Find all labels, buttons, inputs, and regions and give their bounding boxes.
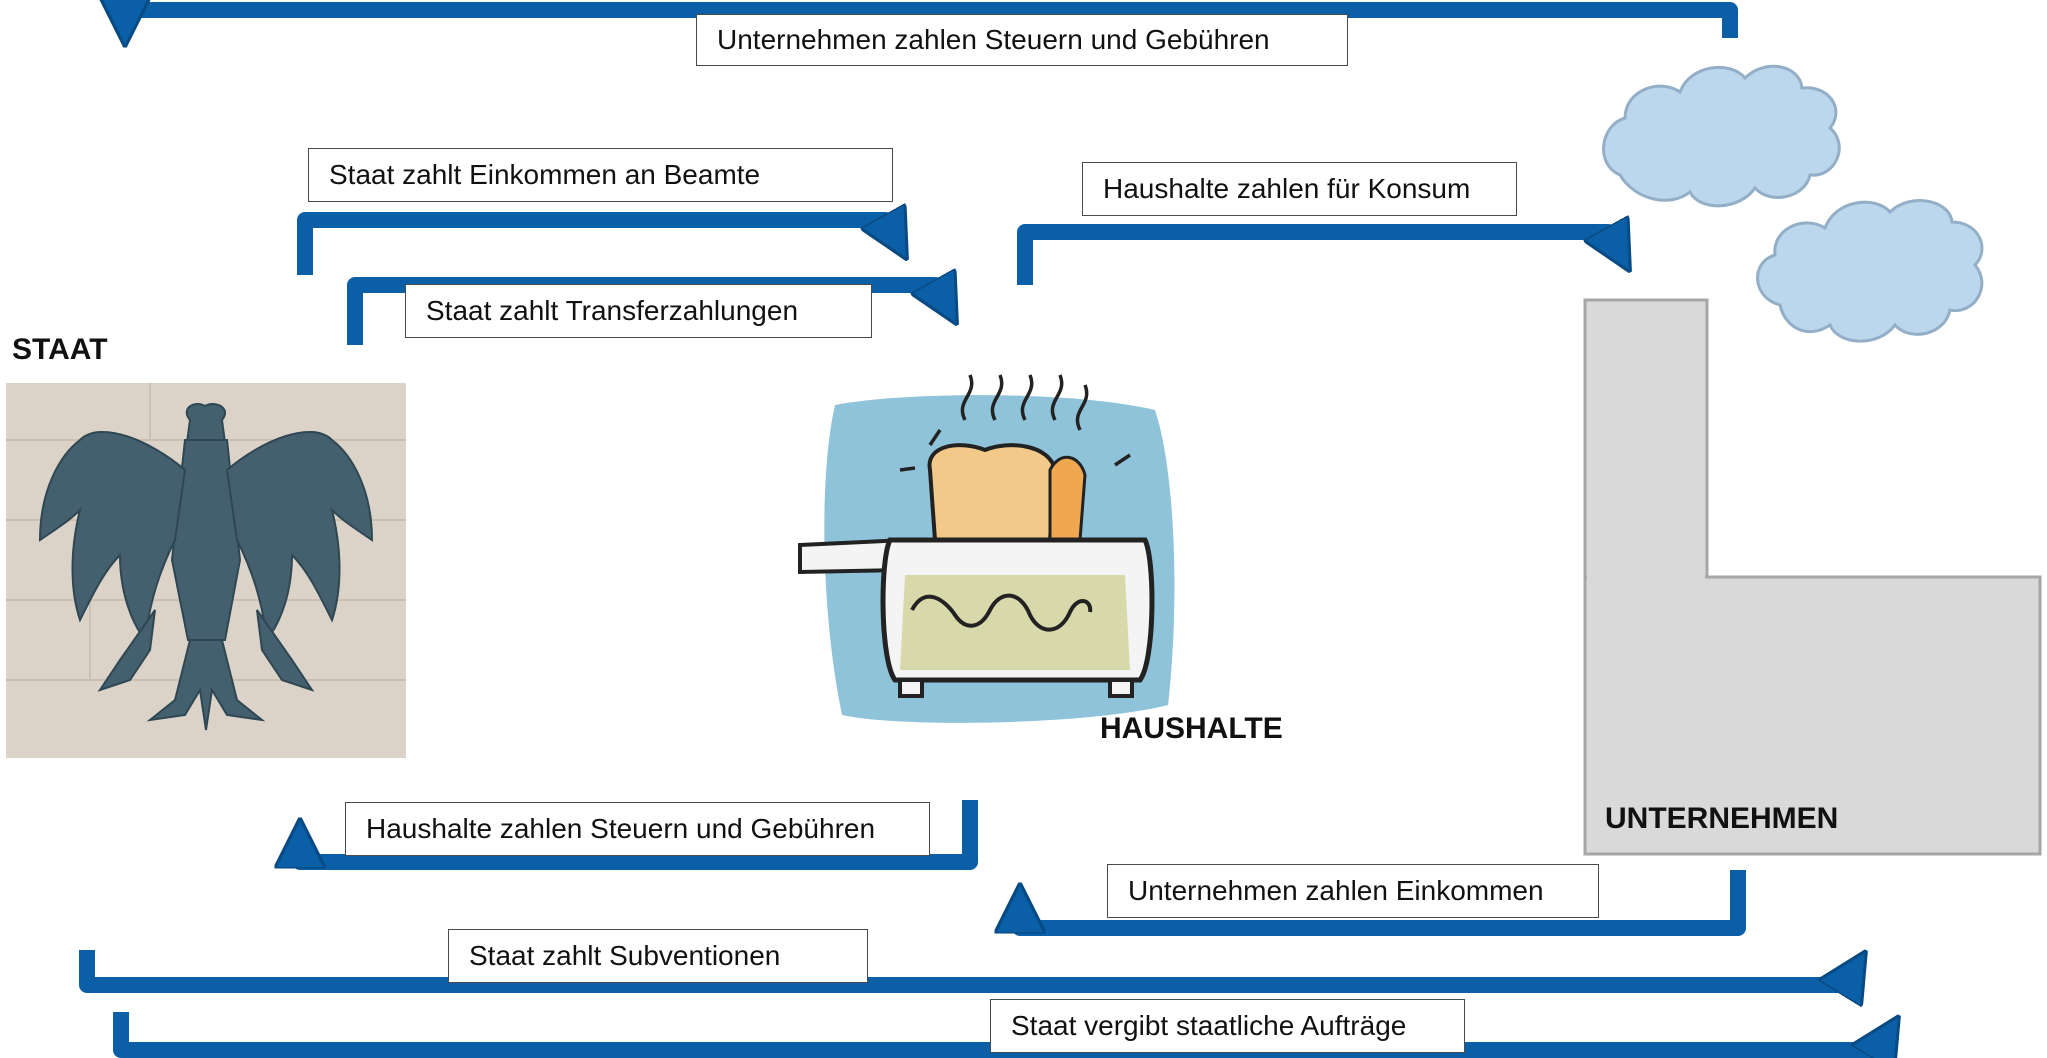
flow-label-transferzahlungen: Staat zahlt Transferzahlungen bbox=[405, 284, 872, 338]
flow-label-einkommen-beamte: Staat zahlt Einkommen an Beamte bbox=[308, 148, 893, 202]
flow-label-unternehmen-einkommen: Unternehmen zahlen Einkommen bbox=[1107, 864, 1599, 918]
toaster-icon bbox=[798, 374, 1175, 723]
flow-arrow-unternehmen-steuern bbox=[125, 10, 1738, 38]
flow-arrow-unternehmen-einkommen bbox=[1020, 870, 1746, 936]
flow-label-haushalte-steuern: Haushalte zahlen Steuern und Gebühren bbox=[345, 802, 930, 856]
federal-eagle-icon bbox=[6, 383, 406, 758]
cloud-icon bbox=[1756, 199, 1984, 343]
cloud-icon bbox=[1602, 64, 1841, 208]
flow-label-unternehmen-steuern: Unternehmen zahlen Steuern und Gebühren bbox=[696, 14, 1348, 66]
unternehmen-label: UNTERNEHMEN bbox=[1605, 802, 1839, 835]
flow-label-subventionen: Staat zahlt Subventionen bbox=[448, 929, 868, 983]
flow-label-auftraege: Staat vergibt staatliche Aufträge bbox=[990, 999, 1465, 1053]
flow-arrow-subventionen bbox=[79, 950, 1853, 985]
haushalte-label: HAUSHALTE bbox=[1100, 712, 1283, 745]
flow-arrow-haushalte-steuern bbox=[300, 800, 978, 870]
flow-arrow-einkommen-beamte bbox=[297, 220, 895, 275]
staat-label: STAAT bbox=[12, 333, 108, 366]
flow-label-konsum: Haushalte zahlen für Konsum bbox=[1082, 162, 1517, 216]
factory-icon bbox=[1583, 298, 2042, 856]
flow-arrow-konsum bbox=[1017, 232, 1618, 285]
